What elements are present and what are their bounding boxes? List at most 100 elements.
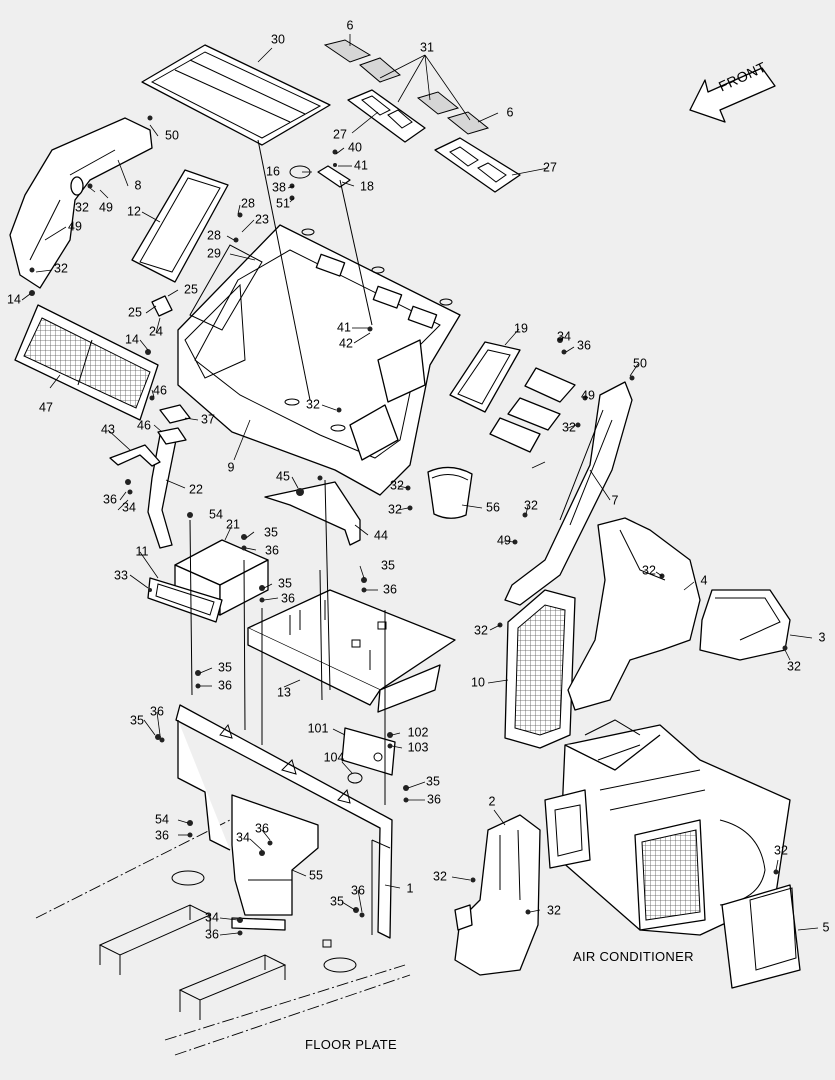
callout: 31 bbox=[420, 40, 434, 55]
callout: 7 bbox=[611, 493, 619, 508]
callout: 30 bbox=[271, 32, 285, 47]
callout: 36 bbox=[205, 927, 219, 942]
callout: 29 bbox=[207, 246, 221, 261]
part-20-bracket bbox=[489, 367, 576, 453]
reference-lines bbox=[189, 139, 386, 805]
callout: 36 bbox=[383, 582, 397, 597]
callout: 32 bbox=[54, 261, 68, 276]
callout: 36 bbox=[427, 792, 441, 807]
callout: 35 bbox=[330, 894, 344, 909]
callout: 32 bbox=[306, 397, 320, 412]
callout: 18 bbox=[360, 179, 374, 194]
callout: 49 bbox=[99, 200, 113, 215]
callout: 23 bbox=[255, 212, 269, 227]
callout: 37 bbox=[201, 412, 215, 427]
callout: 36 bbox=[103, 492, 117, 507]
part-5-cover bbox=[721, 884, 801, 989]
callout: 56 bbox=[486, 500, 500, 515]
callout: 9 bbox=[227, 460, 235, 475]
part-18-bracket bbox=[317, 165, 351, 188]
callout: 32 bbox=[524, 498, 538, 513]
callout: 36 bbox=[577, 338, 591, 353]
callout: 25 bbox=[128, 305, 142, 320]
callout: 14 bbox=[125, 332, 139, 347]
part-1-bracket bbox=[175, 704, 393, 939]
callout: 34 bbox=[205, 910, 219, 925]
callout: 36 bbox=[351, 883, 365, 898]
part-29-window bbox=[189, 244, 263, 331]
part-104-grommet bbox=[347, 772, 363, 784]
callout: 32 bbox=[547, 903, 561, 918]
callout: 104 bbox=[323, 750, 345, 765]
callout: 14 bbox=[7, 292, 21, 307]
part-19-cover bbox=[449, 341, 521, 413]
part-2-duct bbox=[454, 814, 541, 976]
callout: 35 bbox=[278, 576, 292, 591]
callout: 49 bbox=[581, 388, 595, 403]
callout: 13 bbox=[277, 685, 291, 700]
callout: 6 bbox=[346, 18, 354, 33]
callout: 36 bbox=[150, 704, 164, 719]
callout: 35 bbox=[130, 713, 144, 728]
callout: 41 bbox=[354, 158, 368, 173]
callout: 36 bbox=[281, 591, 295, 606]
callout: 27 bbox=[333, 127, 347, 142]
callout: 34 bbox=[236, 830, 250, 845]
callout: 11 bbox=[135, 544, 149, 559]
callout: 1 bbox=[406, 881, 414, 896]
fasteners bbox=[29, 115, 788, 936]
callout: 42 bbox=[339, 336, 353, 351]
callout: 102 bbox=[407, 725, 429, 740]
part-22-tube bbox=[147, 434, 177, 549]
callout: 36 bbox=[255, 821, 269, 836]
callout: 16 bbox=[266, 164, 280, 179]
callout: 46 bbox=[153, 383, 167, 398]
part-101-plate bbox=[341, 727, 396, 776]
callout: 6 bbox=[506, 105, 514, 120]
part-30-panel bbox=[141, 44, 331, 146]
callout: 38 bbox=[272, 180, 286, 195]
callout: 40 bbox=[348, 140, 362, 155]
callout: 47 bbox=[39, 400, 53, 415]
callout: 4 bbox=[700, 573, 708, 588]
part-56-holder bbox=[427, 466, 473, 519]
part-7-duct bbox=[504, 381, 633, 606]
callout: 34 bbox=[557, 329, 571, 344]
air-conditioner-caption: AIR CONDITIONER bbox=[573, 949, 694, 964]
callout: 32 bbox=[474, 623, 488, 638]
callout: 41 bbox=[337, 320, 351, 335]
callout: 35 bbox=[218, 660, 232, 675]
part-9-mat bbox=[177, 224, 461, 496]
part-3-duct bbox=[699, 589, 791, 661]
callout: 27 bbox=[543, 160, 557, 175]
callout: 54 bbox=[155, 812, 169, 827]
callout: 49 bbox=[497, 533, 511, 548]
callout: 19 bbox=[514, 321, 528, 336]
part-44-bar bbox=[264, 481, 361, 546]
callout: 32 bbox=[75, 200, 89, 215]
callout: 32 bbox=[774, 843, 788, 858]
callout: 32 bbox=[390, 478, 404, 493]
part-55-cover bbox=[231, 794, 319, 931]
callout: 36 bbox=[265, 543, 279, 558]
callout: 28 bbox=[207, 228, 221, 243]
part-10-panel bbox=[504, 589, 576, 749]
part-37-pads bbox=[157, 404, 191, 445]
callout: 32 bbox=[433, 869, 447, 884]
part-8-duct bbox=[9, 117, 153, 289]
part-24-latch bbox=[151, 295, 173, 317]
callout: 3 bbox=[818, 630, 826, 645]
callout: 44 bbox=[374, 528, 388, 543]
callout: 36 bbox=[155, 828, 169, 843]
callout: 5 bbox=[822, 920, 830, 935]
callout: 21 bbox=[226, 517, 240, 532]
callout: 51 bbox=[276, 196, 290, 211]
front-arrow-icon bbox=[689, 67, 776, 123]
callout: 50 bbox=[165, 128, 179, 143]
callout: 36 bbox=[218, 678, 232, 693]
callout: 22 bbox=[189, 482, 203, 497]
callout: 45 bbox=[276, 469, 290, 484]
callout: 32 bbox=[787, 659, 801, 674]
floor-plate bbox=[35, 819, 411, 1056]
